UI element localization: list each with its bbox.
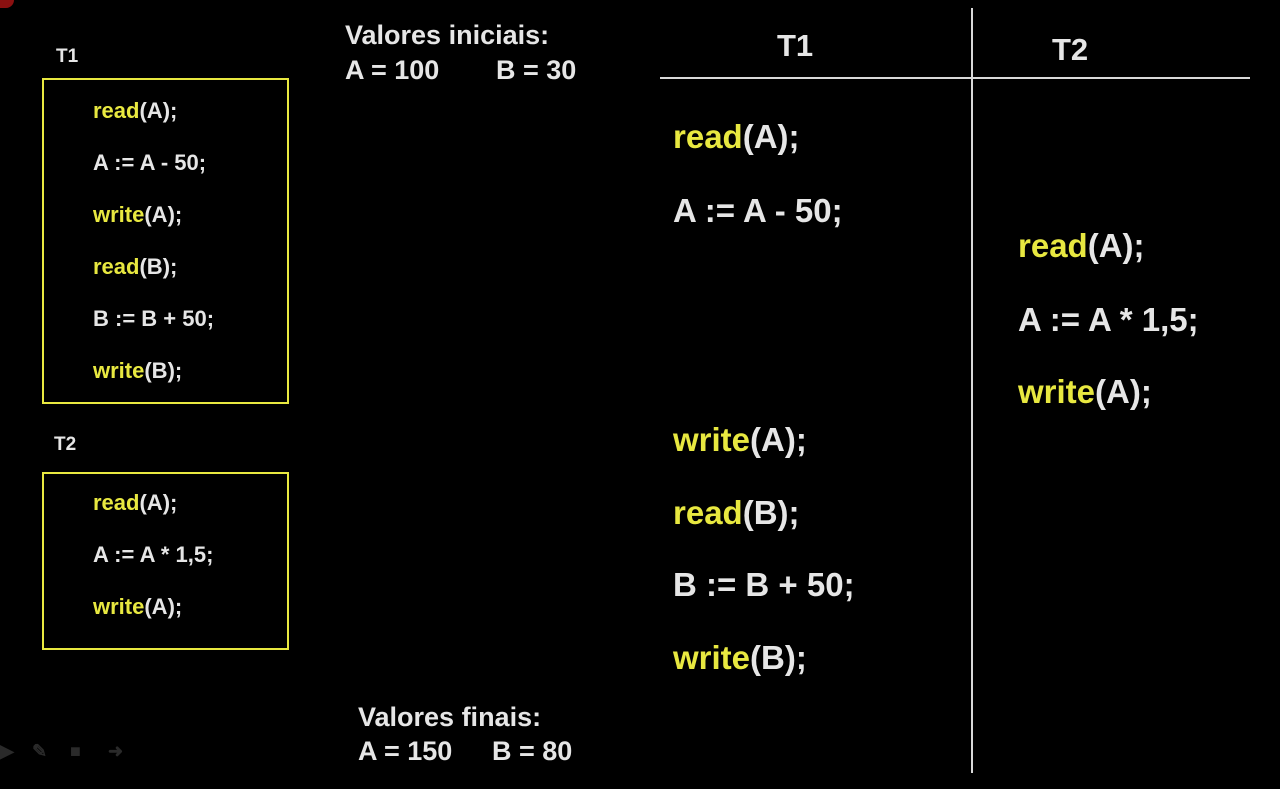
t1-line-4: B := B + 50; — [93, 306, 215, 331]
schedule-t2-line-2: write(A); — [1018, 373, 1152, 410]
t1-line-5: write(B); — [93, 358, 183, 383]
final-values-title: Valores finais: — [358, 702, 542, 732]
t1-box-label: T1 — [56, 46, 79, 67]
t1-code-box: read(A); A := A - 50; write(A); read(B);… — [42, 78, 289, 404]
schedule-header-t1: T1 — [777, 28, 814, 63]
schedule-t2-line-1: A := A * 1,5; — [1018, 301, 1199, 338]
schedule-t1-line-0: read(A); — [673, 118, 800, 155]
t2-line-0: read(A); — [93, 490, 178, 515]
t1-line-2: write(A); — [93, 202, 183, 227]
initial-values-title: Valores iniciais: — [345, 20, 550, 50]
t2-line-1: A := A * 1,5; — [93, 542, 214, 567]
schedule-t1-line-1: A := A - 50; — [673, 192, 843, 229]
schedule-header-divider — [660, 77, 1250, 79]
schedule-t1-line-3: read(B); — [673, 494, 800, 531]
final-value-b: B = 80 — [492, 736, 573, 766]
schedule-header-t2: T2 — [1052, 32, 1089, 67]
initial-value-a: A = 100 — [345, 55, 440, 85]
schedule-t1-line-4: B := B + 50; — [673, 566, 855, 603]
pen-icon[interactable]: ✎ — [32, 741, 48, 761]
t1-line-1: A := A - 50; — [93, 150, 207, 175]
corner-indicator — [0, 0, 14, 8]
t1-line-0: read(A); — [93, 98, 178, 123]
t2-code-box: read(A); A := A * 1,5; write(A); — [42, 472, 289, 650]
t1-line-3: read(B); — [93, 254, 178, 279]
schedule-t1-line-5: write(B); — [673, 639, 807, 676]
final-value-a: A = 150 — [358, 736, 453, 766]
t2-line-2: write(A); — [93, 594, 183, 619]
highlighter-icon[interactable]: ■ — [70, 741, 81, 761]
schedule-column-divider — [971, 8, 973, 773]
schedule-t1-line-2: write(A); — [673, 421, 807, 458]
schedule-t2-line-0: read(A); — [1018, 227, 1145, 264]
t2-box-label: T2 — [54, 434, 77, 455]
pointer-icon[interactable]: ▶ — [0, 741, 14, 761]
initial-value-b: B = 30 — [496, 55, 577, 85]
arrow-icon[interactable]: ➜ — [108, 741, 124, 761]
